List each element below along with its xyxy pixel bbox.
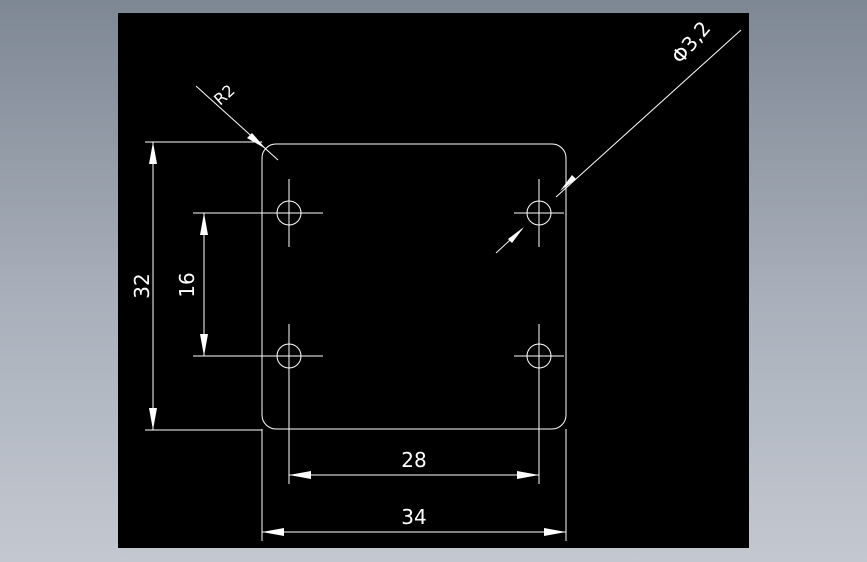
dimension-text-hole-spacing-y: 16 [175,272,199,297]
dimension-hole-spacing-y: 16 [175,212,289,357]
dimension-hole-spacing-x: 28 [288,388,540,484]
dimension-text-hole-spacing-x: 28 [401,448,426,472]
dimension-text-overall-height: 32 [130,273,154,298]
hole-top-right [514,179,564,247]
leader-hole-diameter: Φ3,2 [495,16,742,254]
plate-outline [261,143,567,430]
dimension-text-overall-width: 34 [401,505,426,529]
dimension-text-hole-diameter: Φ3,2 [666,16,715,68]
technical-drawing: 32 16 28 34 R2 Φ3,2 [130,16,742,541]
hole-bottom-right [514,324,564,388]
dimension-overall-width: 34 [261,429,567,541]
cad-viewport[interactable]: 32 16 28 34 R2 Φ3,2 [118,13,749,548]
dimension-text-corner-radius: R2 [210,81,239,109]
dimension-overall-height: 32 [130,141,262,431]
